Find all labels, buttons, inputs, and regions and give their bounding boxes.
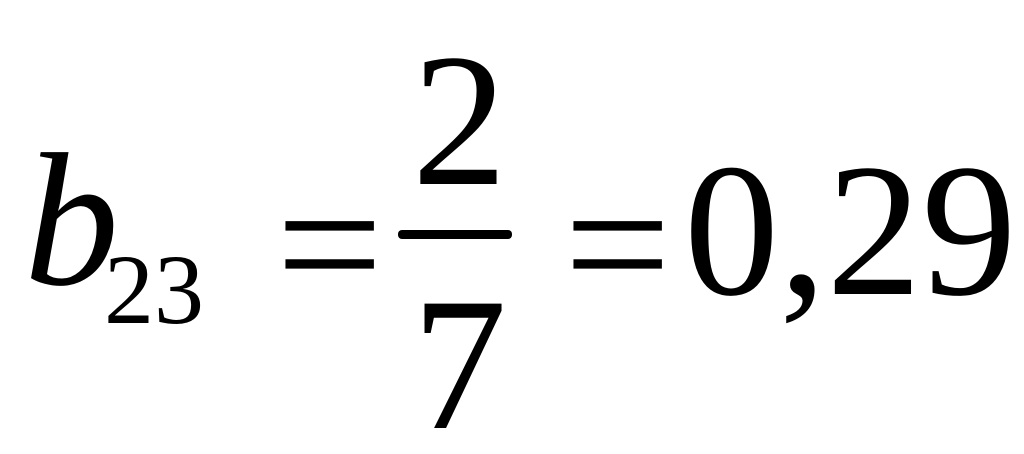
result-value: 0,29	[684, 126, 1017, 336]
variable-subscript: 23	[104, 234, 204, 345]
equals-sign-first: =	[276, 140, 384, 350]
fraction-bar	[398, 230, 512, 239]
fraction-denominator: 7	[412, 260, 507, 454]
variable-symbol: b	[24, 116, 119, 326]
equals-sign-second: =	[564, 140, 672, 350]
fraction-numerator: 2	[412, 16, 507, 226]
